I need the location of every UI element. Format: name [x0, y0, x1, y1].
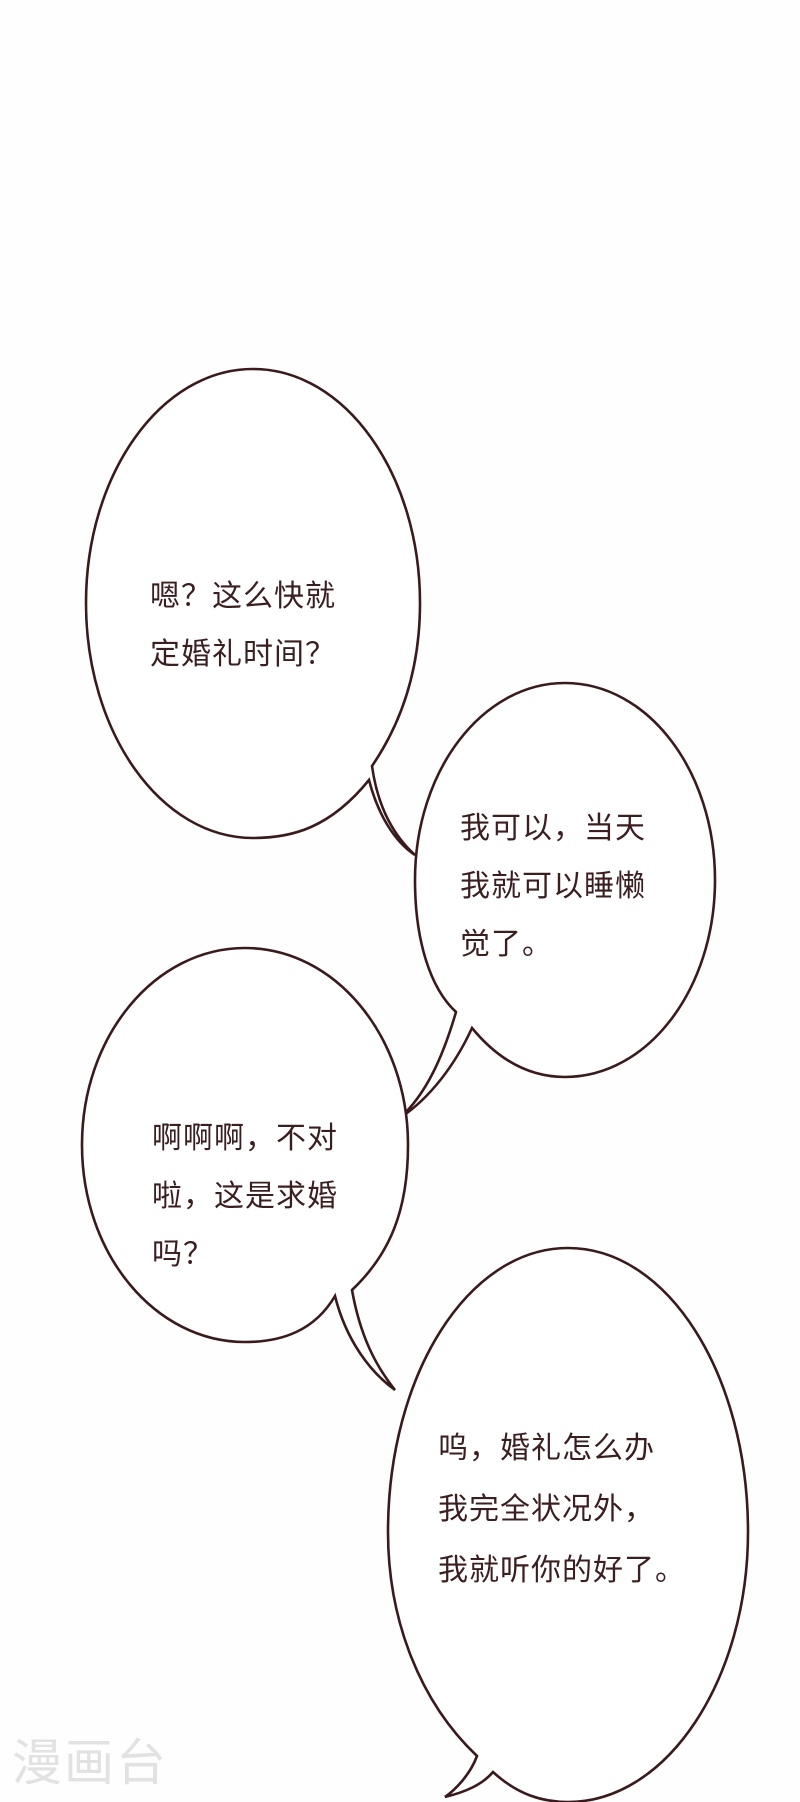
- speech-bubble-2: [399, 681, 717, 1120]
- dialogue-line: 我完全状况外，: [438, 1492, 655, 1527]
- speech-bubble-1: [84, 367, 422, 857]
- dialogue-line: 我就听你的好了。: [438, 1553, 686, 1588]
- bubble-3-text: 啊啊啊，不对 啦，这是求婚 吗？: [152, 1110, 338, 1284]
- watermark-logo: 漫画台: [12, 1734, 168, 1792]
- bubble-4-text: 呜，婚礼怎么办 我完全状况外， 我就听你的好了。: [438, 1418, 686, 1601]
- dialogue-line: 呜，婚礼怎么办: [438, 1431, 655, 1466]
- speech-bubble-3: [80, 946, 410, 1392]
- dialogue-line: 我可以，当天: [460, 811, 646, 846]
- bubble-2-text: 我可以，当天 我就可以睡懒 觉了。: [460, 800, 646, 974]
- dialogue-line: 啦，这是求婚: [152, 1179, 338, 1214]
- dialogue-line: 吗？: [152, 1237, 214, 1272]
- speech-bubble-4: [386, 1246, 750, 1802]
- dialogue-line: 嗯？这么快就: [150, 579, 336, 614]
- dialogue-line: 啊啊啊，不对: [152, 1121, 338, 1156]
- dialogue-line: 定婚礼时间？: [150, 637, 336, 672]
- dialogue-line: 觉了。: [460, 927, 553, 962]
- bubble-1-text: 嗯？这么快就 定婚礼时间？: [150, 568, 336, 684]
- dialogue-line: 我就可以睡懒: [460, 869, 646, 904]
